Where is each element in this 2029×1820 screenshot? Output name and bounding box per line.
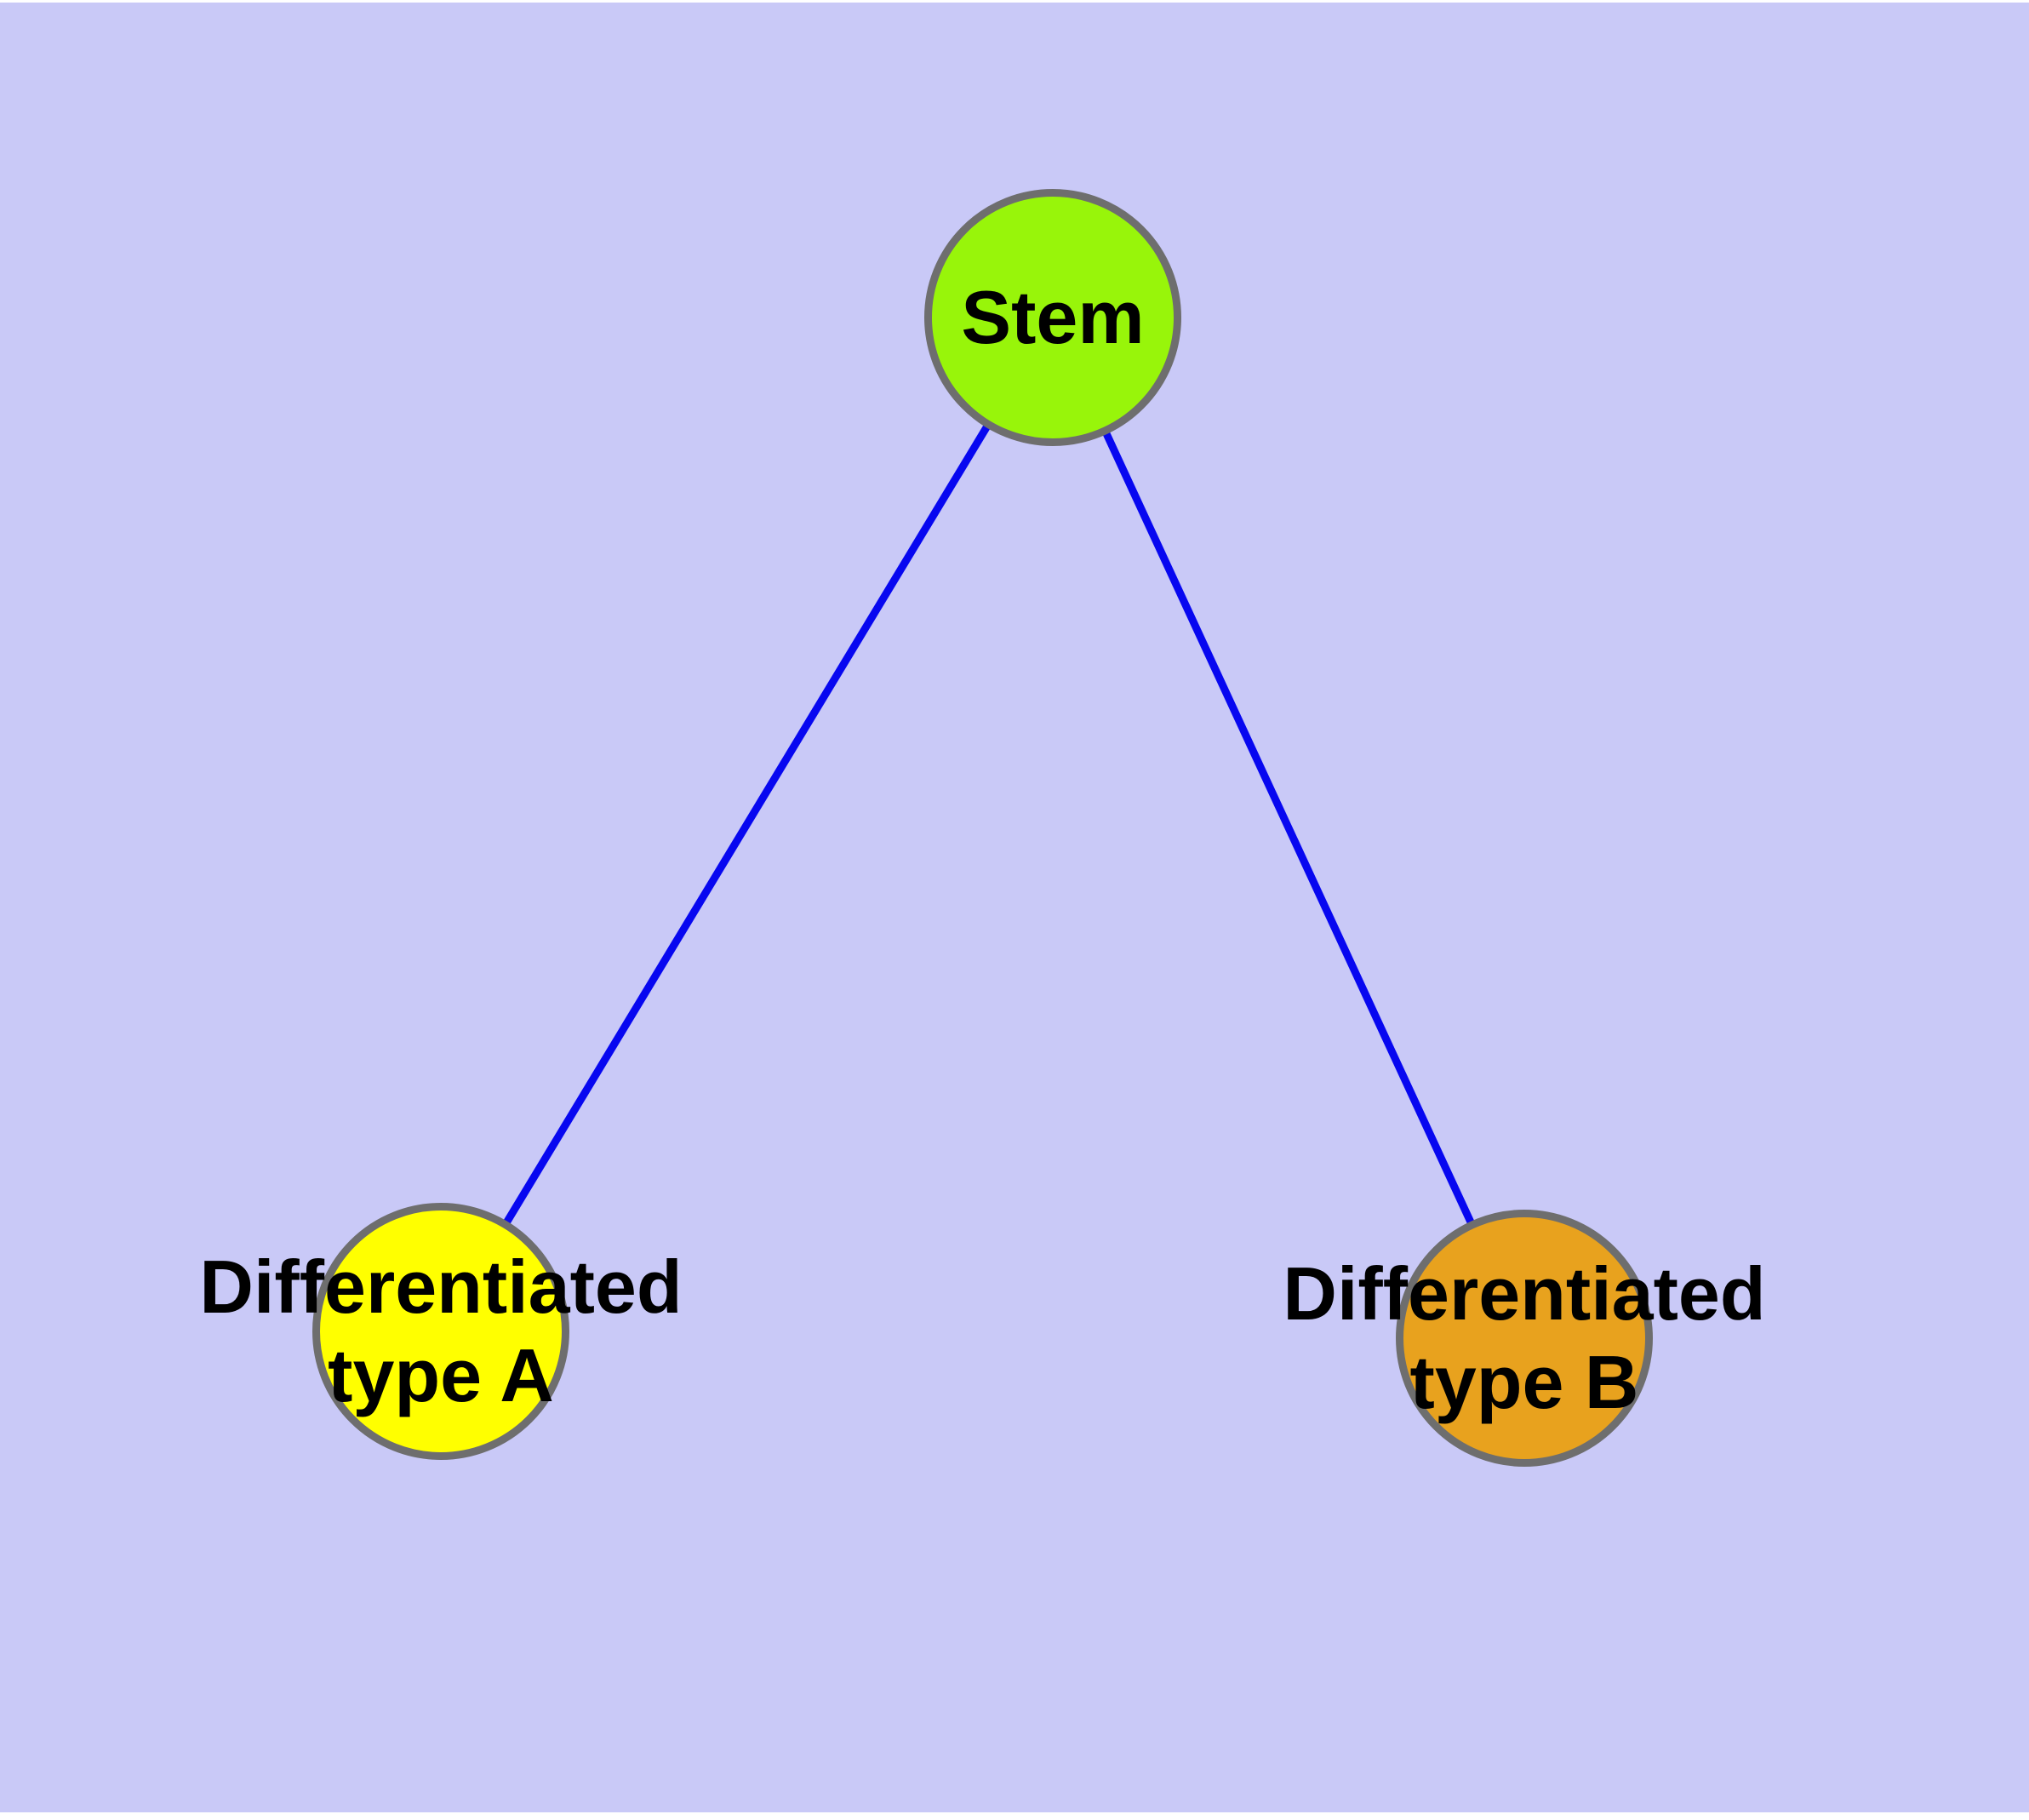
node-stem xyxy=(924,189,1181,446)
node-type-b-label-line-2: type B xyxy=(1409,1340,1639,1424)
node-stem-label-line: Stem xyxy=(961,275,1145,359)
node-type-a-label-line-1: Differentiated xyxy=(199,1245,683,1329)
node-differentiated-type-b xyxy=(1396,1210,1653,1467)
node-type-a-label: Differentiated type A xyxy=(199,1243,682,1420)
node-type-a-label-line-2: type A xyxy=(328,1333,554,1417)
node-stem-label: Stem xyxy=(961,273,1144,362)
node-differentiated-type-a xyxy=(312,1203,569,1460)
node-type-b-label-line-1: Differentiated xyxy=(1283,1251,1766,1336)
edge-stem-to-type-a xyxy=(437,315,1056,1334)
edge-stem-to-type-b xyxy=(1049,316,1529,1340)
node-type-b-label: Differentiated type B xyxy=(1283,1250,1765,1427)
